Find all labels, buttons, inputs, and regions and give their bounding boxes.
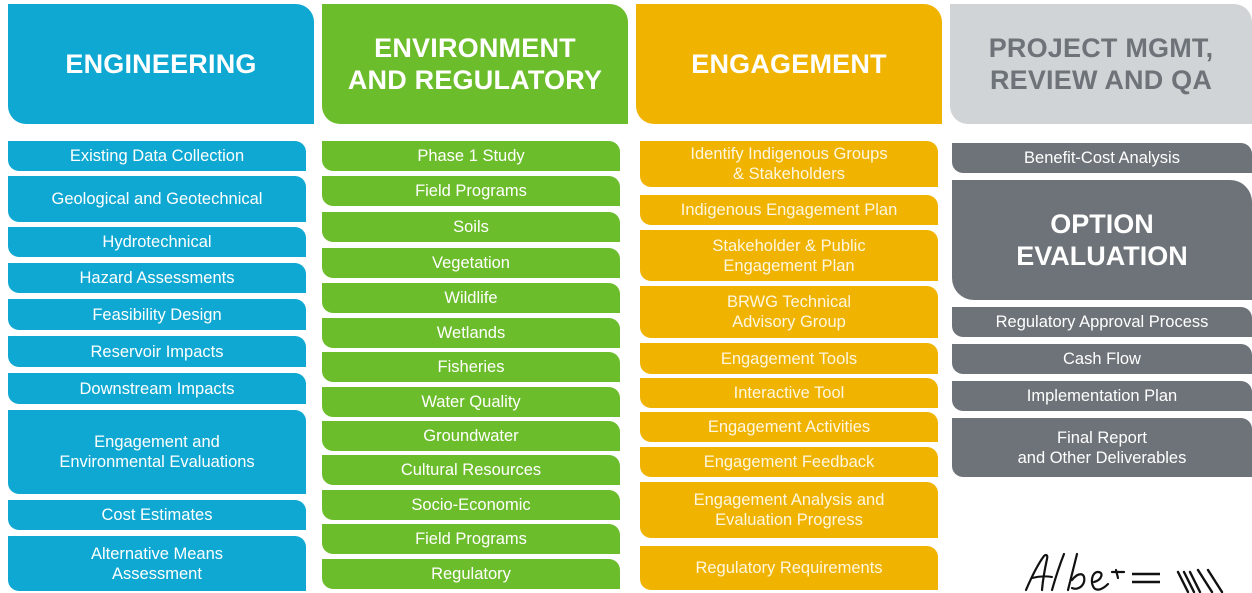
engagement-item: BRWG Technical Advisory Group [640, 286, 938, 338]
engineering-item: Downstream Impacts [8, 373, 306, 404]
project-mgmt-item: Final Report and Other Deliverables [952, 418, 1252, 477]
engineering-header-label: ENGINEERING [65, 49, 257, 79]
engineering-item: Cost Estimates [8, 500, 306, 530]
project-mgmt-header-label: PROJECT MGMT, REVIEW AND QA [988, 33, 1214, 95]
environment-item: Soils [322, 212, 620, 242]
engagement-item: Engagement Feedback [640, 447, 938, 477]
environment-item: Field Programs [322, 524, 620, 554]
project-mgmt-header: PROJECT MGMT, REVIEW AND QA [950, 4, 1252, 124]
environment-item: Groundwater [322, 421, 620, 451]
environment-header: ENVIRONMENT AND REGULATORY [322, 4, 628, 124]
environment-item: Vegetation [322, 248, 620, 278]
engagement-item: Engagement Activities [640, 412, 938, 442]
engagement-item: Stakeholder & Public Engagement Plan [640, 230, 938, 281]
engineering-item: Alternative Means Assessment [8, 536, 306, 591]
environment-item: Water Quality [322, 387, 620, 417]
environment-item: Field Programs [322, 176, 620, 206]
project-mgmt-item: Regulatory Approval Process [952, 307, 1252, 337]
environment-item: Fisheries [322, 352, 620, 382]
engineering-item: Hazard Assessments [8, 263, 306, 293]
engagement-item: Engagement Tools [640, 343, 938, 374]
engagement-item: Interactive Tool [640, 378, 938, 408]
project-mgmt-item: Cash Flow [952, 344, 1252, 374]
engineering-item: Reservoir Impacts [8, 336, 306, 367]
engagement-item: Indigenous Engagement Plan [640, 195, 938, 225]
environment-item: Wetlands [322, 318, 620, 348]
environment-item: Socio-Economic [322, 490, 620, 520]
engineering-item: Geological and Geotechnical [8, 176, 306, 222]
project-mgmt-item: Implementation Plan [952, 381, 1252, 411]
alberta-logo-icon [1024, 552, 1224, 593]
engineering-item: Engagement and Environmental Evaluations [8, 410, 306, 494]
environment-item: Regulatory [322, 559, 620, 589]
engagement-item: Regulatory Requirements [640, 546, 938, 590]
environment-item: Cultural Resources [322, 455, 620, 485]
engagement-header-label: ENGAGEMENT [691, 49, 887, 79]
engineering-header: ENGINEERING [8, 4, 314, 124]
environment-item: Wildlife [322, 283, 620, 313]
project-mgmt-item: Benefit-Cost Analysis [952, 143, 1252, 173]
environment-item: Phase 1 Study [322, 141, 620, 171]
engagement-item: Identify Indigenous Groups & Stakeholder… [640, 141, 938, 187]
engineering-item: Feasibility Design [8, 299, 306, 330]
engineering-item: Existing Data Collection [8, 141, 306, 171]
engineering-item: Hydrotechnical [8, 227, 306, 257]
engagement-header: ENGAGEMENT [636, 4, 942, 124]
engagement-item: Engagement Analysis and Evaluation Progr… [640, 482, 938, 538]
environment-header-label: ENVIRONMENT AND REGULATORY [347, 33, 603, 95]
option-evaluation-box: OPTION EVALUATION [952, 180, 1252, 300]
